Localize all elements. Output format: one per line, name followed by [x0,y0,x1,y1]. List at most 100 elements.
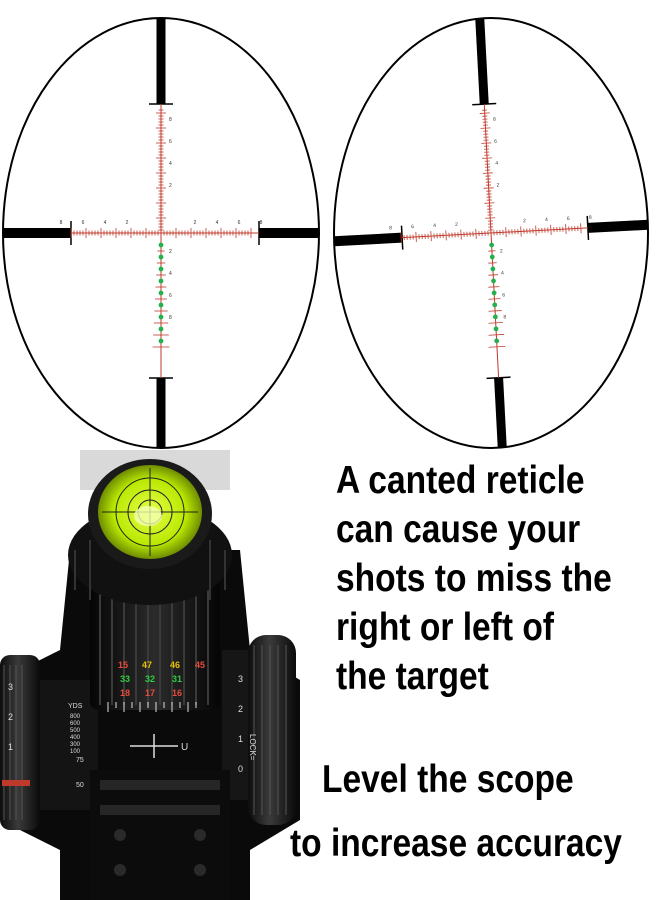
yard-mark: 800 [70,714,81,720]
tick-label: 2 [169,183,172,189]
parallax-mark: 1 [238,734,243,744]
tick-label: 4 [216,220,219,226]
tick-label: 2 [194,220,197,226]
hash-mark [488,274,499,276]
scope-ring [333,17,649,449]
holdover-dot [158,242,164,248]
tick-label: 8 [389,225,392,231]
tick-label: 6 [169,139,172,145]
elevation-turret [90,570,220,710]
hash-mark [475,228,477,239]
hash-mark [520,226,522,237]
parallax-mark: 2 [238,704,243,714]
holdover-dot [158,338,164,344]
hash-mark [460,229,462,240]
tick-label: 4 [169,271,172,277]
tick-label: 6 [567,216,570,222]
tick-label: 4 [501,270,504,276]
tick-label: 8 [60,220,63,226]
caption-line: the target [336,655,489,698]
turret-number: 18 [120,688,130,698]
hash-mark [488,286,500,288]
hash-mark [488,346,506,348]
top-post [156,18,166,104]
holdover-dot [158,290,164,296]
mount-screw [194,829,206,841]
bottom-post [156,378,166,448]
mount-screw [194,864,206,876]
holdover-dot [492,314,498,320]
bottom-post [494,377,507,448]
scope-ring-mount [90,770,230,900]
holdover-dot [158,302,164,308]
windage-red-ring [2,780,30,786]
caption-line: shots to miss the [336,557,612,600]
holdover-dot [490,266,496,272]
mount-screw [114,829,126,841]
holdover-dot [491,278,496,284]
turret-number: 16 [172,688,182,698]
yard-mark: 400 [70,735,81,741]
hash-mark [580,223,582,234]
tick-label: 6 [494,139,497,145]
holdover-dot [158,326,164,332]
tick-label: 4 [433,223,436,229]
tick-label: 8 [169,315,172,321]
holdover-dot [489,254,495,260]
hash-mark [400,232,402,243]
hash-mark [488,322,503,324]
holdover-dot [492,302,498,308]
tick-label: 8 [169,117,172,123]
windage-knob [0,655,40,830]
caption-line: can cause your [336,508,581,551]
mount-screw [114,864,126,876]
turret-number: 17 [145,688,155,698]
side-mark: 50 [76,782,84,789]
holdover-dot [494,338,500,344]
caption-line: right or left of [336,606,554,649]
hash-mark [535,225,537,236]
hash-mark [480,127,491,129]
tick-label: 2 [500,248,503,254]
turret-number: 45 [195,660,205,670]
windage-mark: 3 [8,682,13,692]
units-label: YDS [68,703,83,710]
svg-text:2: 2 [8,712,13,722]
tick-label: 2 [523,218,526,224]
tick-label: 6 [411,224,414,230]
tick-label: 2 [169,249,172,255]
tick-label: 6 [82,220,85,226]
lock-label: LOCK= [248,734,257,761]
yard-mark: 600 [70,721,81,727]
tick-label: 2 [126,220,129,226]
hash-mark [445,230,447,241]
hash-mark [550,224,552,235]
turret-number: 33 [120,674,130,684]
tick-label: 4 [104,220,107,226]
hash-mark [430,231,432,242]
side-mark: 75 [76,757,84,764]
right-post [259,228,319,238]
tick-label: 4 [169,161,172,167]
hash-mark [479,112,490,114]
tick-label: 6 [502,292,505,298]
tick-label: 8 [260,220,263,226]
turret-number: 46 [170,660,180,670]
tick-label: 2 [496,182,499,188]
tick-label: 4 [545,217,548,223]
hash-mark [483,187,494,189]
parallax-mark: 0 [238,764,243,774]
tick-label: 2 [455,222,458,228]
level-bubble [134,506,162,526]
hash-mark [505,227,507,238]
arrow-label: U [181,742,188,753]
holdover-dot [491,290,497,296]
hash-mark [482,172,493,174]
holdover-dot [158,266,164,272]
yard-mark: 100 [70,749,81,755]
